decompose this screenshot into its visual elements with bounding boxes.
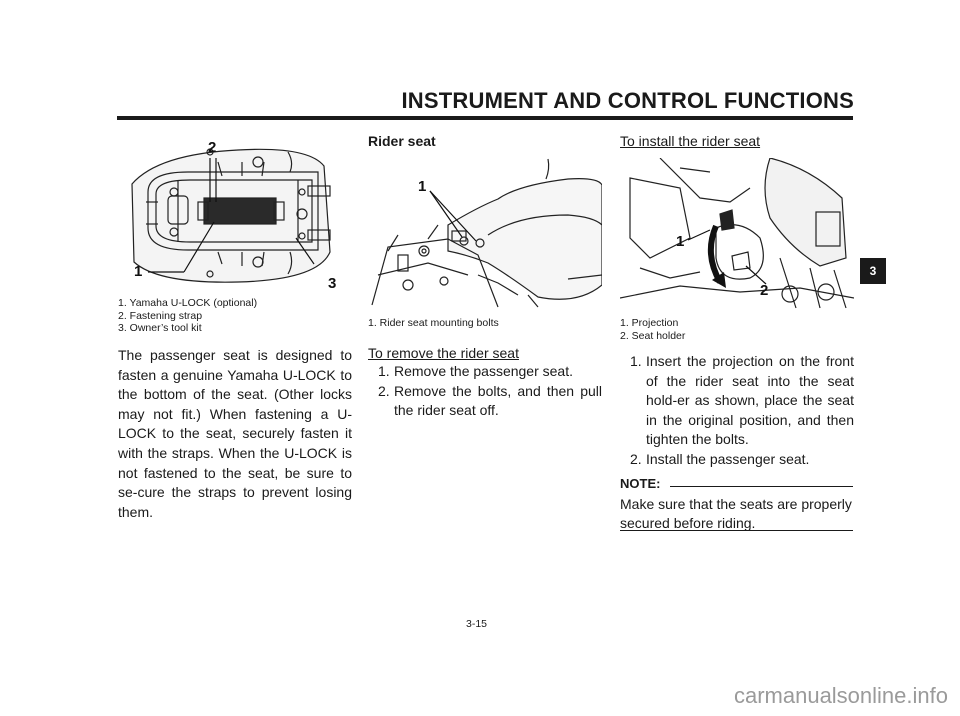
note-rule bbox=[670, 486, 853, 487]
page-number: 3-15 bbox=[466, 618, 488, 630]
step-number: 2. bbox=[378, 382, 390, 399]
figure1-caption-item: 2. Fastening strap bbox=[118, 309, 203, 322]
install-caption-item: 2. Seat holder bbox=[620, 329, 686, 342]
chapter-tab-number: 3 bbox=[869, 264, 877, 278]
figure1-caption-item: 3. Owner’s tool kit bbox=[118, 322, 202, 334]
remove-step: 2. Remove the bolts, and then pull the r… bbox=[368, 382, 602, 421]
figure1-callout-1: 1 bbox=[134, 263, 142, 280]
step-text: Remove the passenger seat. bbox=[394, 363, 573, 379]
note-text: Make sure that the seats are properly se… bbox=[620, 496, 852, 531]
chapter-tab: 3 bbox=[860, 258, 886, 284]
step-number: 1. bbox=[378, 363, 390, 379]
rider-seat-caption: 1. Rider seat mounting bolts bbox=[368, 317, 499, 330]
watermark: carmanualsonline.info bbox=[733, 683, 948, 708]
step-text: Insert the projection on the front of th… bbox=[646, 353, 854, 448]
install-step: 1. Insert the projection on the front of… bbox=[620, 352, 854, 450]
install-caption-item: 1. Projection bbox=[620, 317, 679, 329]
section-title-rider-seat: Rider seat bbox=[368, 133, 436, 149]
remove-steps-list: 1. Remove the passenger seat. 2. Remove … bbox=[368, 362, 602, 421]
install-rider-seat-title: To install the rider seat bbox=[620, 133, 761, 149]
step-number: 2. bbox=[630, 450, 642, 467]
step-text: Install the passenger seat. bbox=[646, 450, 810, 467]
figure1-callout-2: 2 bbox=[208, 139, 216, 156]
rider-seat-caption-item: 1. Rider seat mounting bolts bbox=[368, 317, 499, 329]
page-header-title: INSTRUMENT AND CONTROL FUNCTIONS bbox=[401, 88, 854, 113]
note-label: NOTE: bbox=[620, 476, 661, 491]
remove-step: 1. Remove the passenger seat. bbox=[368, 362, 602, 382]
install-steps-list: 1. Insert the projection on the front of… bbox=[620, 352, 854, 470]
rider-seat-callout-1: 1 bbox=[418, 178, 426, 195]
install-callout-2: 2 bbox=[760, 282, 768, 299]
figure1-caption-item: 1. Yamaha U-LOCK (optional) bbox=[118, 297, 258, 309]
rider-seat-illustration: 1 bbox=[368, 155, 602, 312]
figure1-caption: 1. Yamaha U-LOCK (optional) 2. Fastening… bbox=[118, 297, 257, 335]
passenger-seat-paragraph: The passenger seat is designed to fasten… bbox=[118, 347, 352, 520]
header-rule bbox=[117, 116, 853, 120]
install-callout-1: 1 bbox=[676, 233, 684, 250]
note-end-rule bbox=[620, 530, 853, 531]
install-step: 2. Install the passenger seat. bbox=[620, 450, 854, 470]
seat-install-illustration: 1 2 bbox=[620, 158, 854, 313]
install-caption: 1. Projection 2. Seat holder bbox=[620, 317, 685, 342]
step-text: Remove the bolts, and then pull the ride… bbox=[394, 382, 602, 419]
step-number: 1. bbox=[630, 353, 642, 369]
passenger-seat-illustration: 2 1 3 bbox=[118, 132, 352, 297]
figure1-callout-3: 3 bbox=[328, 275, 336, 292]
remove-rider-seat-title: To remove the rider seat bbox=[368, 345, 519, 361]
